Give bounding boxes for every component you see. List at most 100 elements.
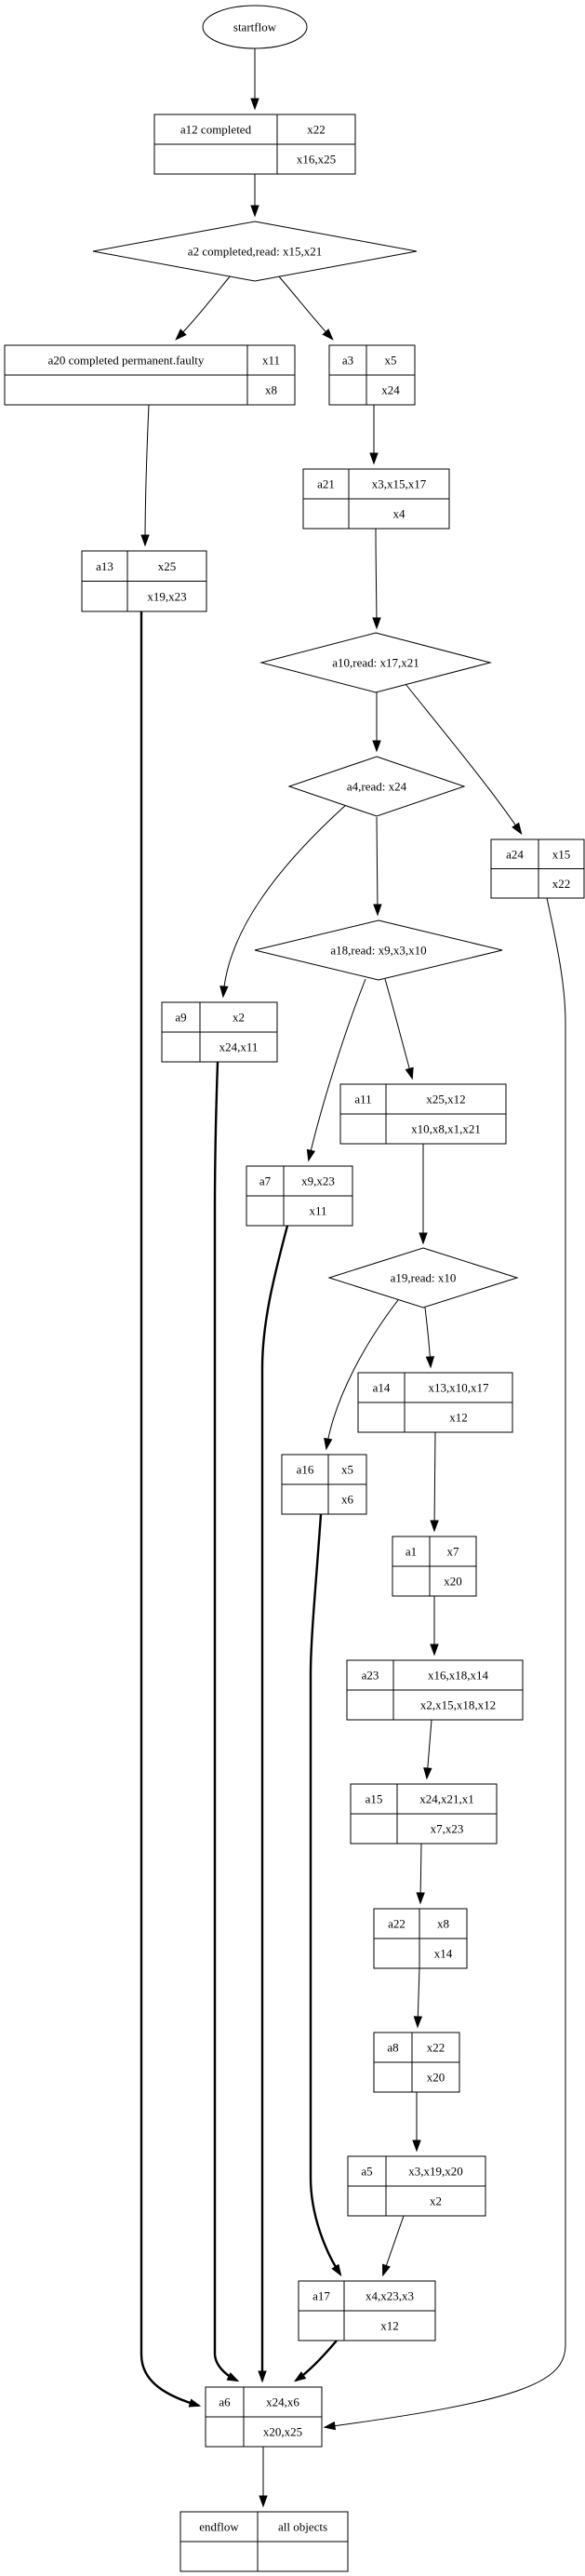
- record-inputs: x24,x6: [266, 2395, 299, 2409]
- record-outputs: x12: [449, 1411, 468, 1425]
- record-inputs: x2: [233, 1011, 245, 1025]
- record-inputs: x4,x23,x3: [366, 2289, 414, 2303]
- record-name: a14: [373, 1381, 391, 1395]
- edge-a1-to-a23: [430, 1596, 439, 1657]
- edge-a6-to-endflow: [259, 2447, 268, 2508]
- record-inputs: all objects: [278, 2520, 327, 2534]
- record-inputs: x5: [341, 1463, 353, 1477]
- edge-a18-to-a11: [384, 978, 414, 1080]
- record-name: a9: [175, 1011, 186, 1025]
- decision-a19[interactable]: a19,read: x10: [327, 1247, 519, 1308]
- edge-line: [376, 816, 379, 915]
- arrowhead-icon: [419, 1232, 428, 1245]
- record-name: a17: [312, 2289, 330, 2303]
- start-label: startflow: [233, 20, 277, 34]
- edge-a10-to-a4: [372, 692, 381, 753]
- arrowhead-icon: [512, 822, 523, 836]
- edge-a24-to-a6: [323, 897, 566, 2431]
- edge-line: [384, 978, 413, 1079]
- record-outputs: x2: [430, 2194, 442, 2208]
- record-outputs: x20: [444, 1575, 462, 1589]
- node-endflow[interactable]: endflow all objects: [179, 2511, 349, 2572]
- edge-a7-to-a6: [258, 1225, 289, 2383]
- record-inputs: x25: [158, 559, 177, 573]
- decision-label: a10,read: x17,x21: [332, 656, 419, 670]
- arrowhead-icon: [175, 329, 187, 341]
- edge-a19-to-a16: [324, 1299, 399, 1451]
- arrowhead-icon: [293, 2371, 307, 2382]
- decision-label: a18,read: x9,x3,x10: [330, 944, 426, 958]
- edge-a20-to-a13: [140, 404, 150, 547]
- edge-line: [140, 611, 200, 2408]
- edge-a10-to-a24: [405, 683, 523, 836]
- node-startflow[interactable]: startflow: [202, 5, 308, 49]
- decision-diamond: [327, 1247, 519, 1308]
- edge-a18-to-a7: [306, 978, 366, 1162]
- edge-line: [419, 1843, 422, 1903]
- record-name: a24: [506, 847, 524, 861]
- edge-a22-to-a8: [413, 1967, 423, 2029]
- edge-a16-to-a17: [309, 1513, 342, 2277]
- edge-line: [260, 1225, 289, 2381]
- record-outputs: x2,x15,x18,x12: [420, 1698, 496, 1712]
- record-outputs: x20: [427, 2071, 445, 2085]
- decision-a10[interactable]: a10,read: x17,x21: [259, 632, 492, 693]
- arrowhead-icon: [324, 1437, 333, 1451]
- edge-a4-to-a9: [219, 803, 348, 999]
- record-inputs: x16,x18,x14: [428, 1669, 489, 1683]
- decision-diamond: [259, 632, 492, 693]
- record-outputs: x14: [434, 1947, 453, 1961]
- decision-label: a19,read: x10: [391, 1271, 457, 1285]
- arrowhead-icon: [250, 98, 259, 111]
- record-name: endflow: [199, 2520, 239, 2534]
- edge-line: [433, 1431, 436, 1531]
- decision-a18[interactable]: a18,read: x9,x3,x10: [254, 919, 503, 981]
- record-inputs: x25,x12: [426, 1093, 465, 1107]
- arrowhead-icon: [259, 2495, 268, 2508]
- arrowhead-icon: [306, 1148, 315, 1162]
- arrowhead-icon: [405, 1067, 414, 1080]
- arrowhead-icon: [369, 452, 379, 465]
- record-outputs: x19,x23: [147, 589, 186, 603]
- arrowhead-icon: [323, 2421, 337, 2431]
- record-name: a15: [366, 1792, 383, 1806]
- edges-layer: [140, 48, 566, 2508]
- edge-a4-to-a18: [373, 816, 382, 917]
- decision-a2[interactable]: a2 completed,read: x15,x21: [92, 221, 418, 282]
- record-name: a7: [259, 1174, 272, 1188]
- record-name: a12 completed: [180, 123, 252, 137]
- edge-line: [382, 2215, 405, 2275]
- record-outputs: x11: [309, 1204, 326, 1218]
- record-inputs: x22: [307, 123, 326, 137]
- edge-a21-to-a10: [372, 528, 381, 630]
- arrowhead-icon: [322, 329, 334, 341]
- record-outputs: x6: [341, 1493, 354, 1507]
- record-inputs: x24,x21,x1: [419, 1792, 474, 1806]
- record-name: a20 completed permanent.faulty: [48, 354, 205, 368]
- edge-startflow-to-a12: [250, 48, 259, 111]
- decision-a4[interactable]: a4,read: x24: [287, 756, 466, 817]
- record-name: a5: [361, 2165, 372, 2179]
- arrowhead-icon: [430, 1644, 439, 1657]
- edge-line: [375, 528, 378, 628]
- record-outputs: x10,x8,x1,x21: [411, 1122, 481, 1136]
